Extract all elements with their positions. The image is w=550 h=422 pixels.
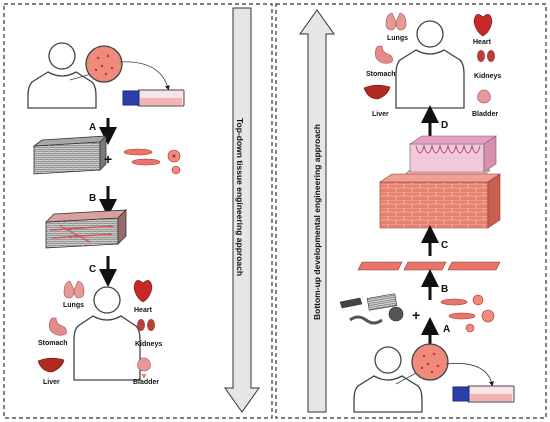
left-step-c-label: C xyxy=(89,264,96,275)
lungs-icon xyxy=(63,280,85,299)
cell-sheets xyxy=(357,261,501,271)
left-step-b-label: B xyxy=(89,193,96,204)
right-kidneys-label: Kidneys xyxy=(474,73,501,80)
right-kidneys-icon xyxy=(477,50,495,62)
stomach-icon xyxy=(49,317,67,336)
right-heart-icon xyxy=(473,14,493,37)
liver-icon xyxy=(37,357,65,373)
right-panel-border xyxy=(275,3,547,419)
right-step-a-label: A xyxy=(443,324,450,335)
microscale-building-blocks xyxy=(339,293,404,325)
right-heart-label: Heart xyxy=(473,39,492,46)
right-step-c-label: C xyxy=(441,240,448,251)
right-patient-torso xyxy=(353,346,423,413)
right-to-flask-arrow xyxy=(445,363,494,387)
left-heart-label: Heart xyxy=(134,307,153,314)
right-biopsy-cell-circle xyxy=(395,343,449,385)
patient-torso xyxy=(27,42,97,109)
recipient-body xyxy=(73,286,141,381)
left-step-a-label: A xyxy=(89,122,96,133)
culture-flask-icon xyxy=(122,89,185,107)
right-recipient-body xyxy=(395,20,465,109)
heart-icon xyxy=(133,280,153,303)
cell-seeded-scaffold xyxy=(44,209,128,249)
left-plus-sign: + xyxy=(104,151,112,167)
left-panel-border xyxy=(3,3,273,419)
engineered-tissue-construct xyxy=(379,135,501,229)
right-liver-icon xyxy=(363,84,391,100)
top-down-arrow xyxy=(224,7,260,413)
left-lungs-label: Lungs xyxy=(63,302,84,309)
right-culture-flask-icon xyxy=(452,385,515,403)
right-lungs-icon xyxy=(385,12,407,31)
right-stomach-icon xyxy=(375,45,393,64)
biopsy-cell-circle xyxy=(69,45,123,83)
right-cell-group xyxy=(440,294,495,333)
kidneys-icon xyxy=(137,319,155,331)
right-bladder-label: Bladder xyxy=(472,111,498,118)
top-down-label: Top-down tissue engineering approach xyxy=(235,118,245,276)
left-stomach-label: Stomach xyxy=(38,340,68,347)
left-liver-label: Liver xyxy=(43,379,60,386)
right-stomach-label: Stomach xyxy=(366,71,396,78)
bottom-up-arrow xyxy=(299,9,335,413)
to-flask-arrow xyxy=(119,61,170,91)
right-step-d-label: D xyxy=(441,120,448,131)
right-step-b-label: B xyxy=(441,284,448,295)
bottom-up-label: Bottom-up developmental engineering appr… xyxy=(312,124,322,320)
cell-group xyxy=(123,148,181,175)
right-bladder-icon xyxy=(477,89,491,104)
right-liver-label: Liver xyxy=(372,111,389,118)
right-lungs-label: Lungs xyxy=(387,35,408,42)
fibrous-scaffold xyxy=(32,135,108,175)
left-kidneys-label: Kidneys xyxy=(135,341,162,348)
bladder-icon xyxy=(137,357,151,379)
right-plus-sign: + xyxy=(412,307,420,323)
left-bladder-label: Bladder xyxy=(133,379,159,386)
